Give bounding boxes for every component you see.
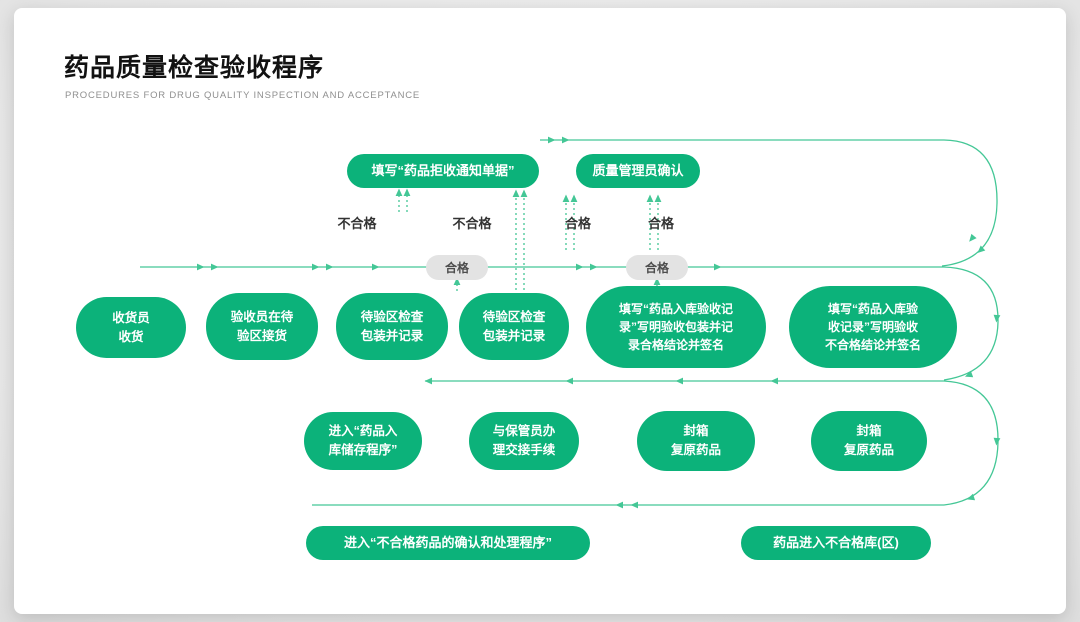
- node-record-fail-conclusion: 填写“药品入库验 收记录”写明验收 不合格结论并签名: [789, 286, 957, 368]
- node-check-packaging-2: 待验区检查 包装并记录: [459, 293, 569, 360]
- node-handover-custodian: 与保管员办 理交接手续: [469, 412, 579, 470]
- node-reject-notice: 填写“药品拒收通知单据”: [347, 154, 539, 188]
- label-pass-2: 合格: [647, 216, 674, 231]
- node-qa-manager-confirm: 质量管理员确认: [576, 154, 700, 188]
- label-fail-2: 不合格: [452, 216, 492, 231]
- label-pass-1: 合格: [564, 216, 591, 231]
- node-record-pass-conclusion: 填写“药品入库验收记 录”写明验收包装并记 录合格结论并签名: [586, 286, 766, 368]
- node-seal-restore-1: 封箱 复原药品: [637, 411, 755, 471]
- node-unqualified-procedure: 进入“不合格药品的确认和处理程序”: [306, 526, 590, 560]
- node-receive-goods: 收货员 收货: [76, 297, 186, 358]
- node-storage-procedure: 进入“药品入 库储存程序”: [304, 412, 422, 470]
- label-fail-1: 不合格: [337, 216, 377, 231]
- node-seal-restore-2: 封箱 复原药品: [811, 411, 927, 471]
- gray-pill-pass-a: 合格: [426, 255, 488, 280]
- node-inspector-accept: 验收员在待 验区接货: [206, 293, 318, 360]
- gray-pill-pass-b: 合格: [626, 255, 688, 280]
- node-unqualified-area: 药品进入不合格库(区): [741, 526, 931, 560]
- page-subtitle: PROCEDURES FOR DRUG QUALITY INSPECTION A…: [65, 90, 421, 101]
- node-check-packaging-1: 待验区检查 包装并记录: [336, 293, 448, 360]
- page-title: 药品质量检查验收程序: [64, 54, 325, 82]
